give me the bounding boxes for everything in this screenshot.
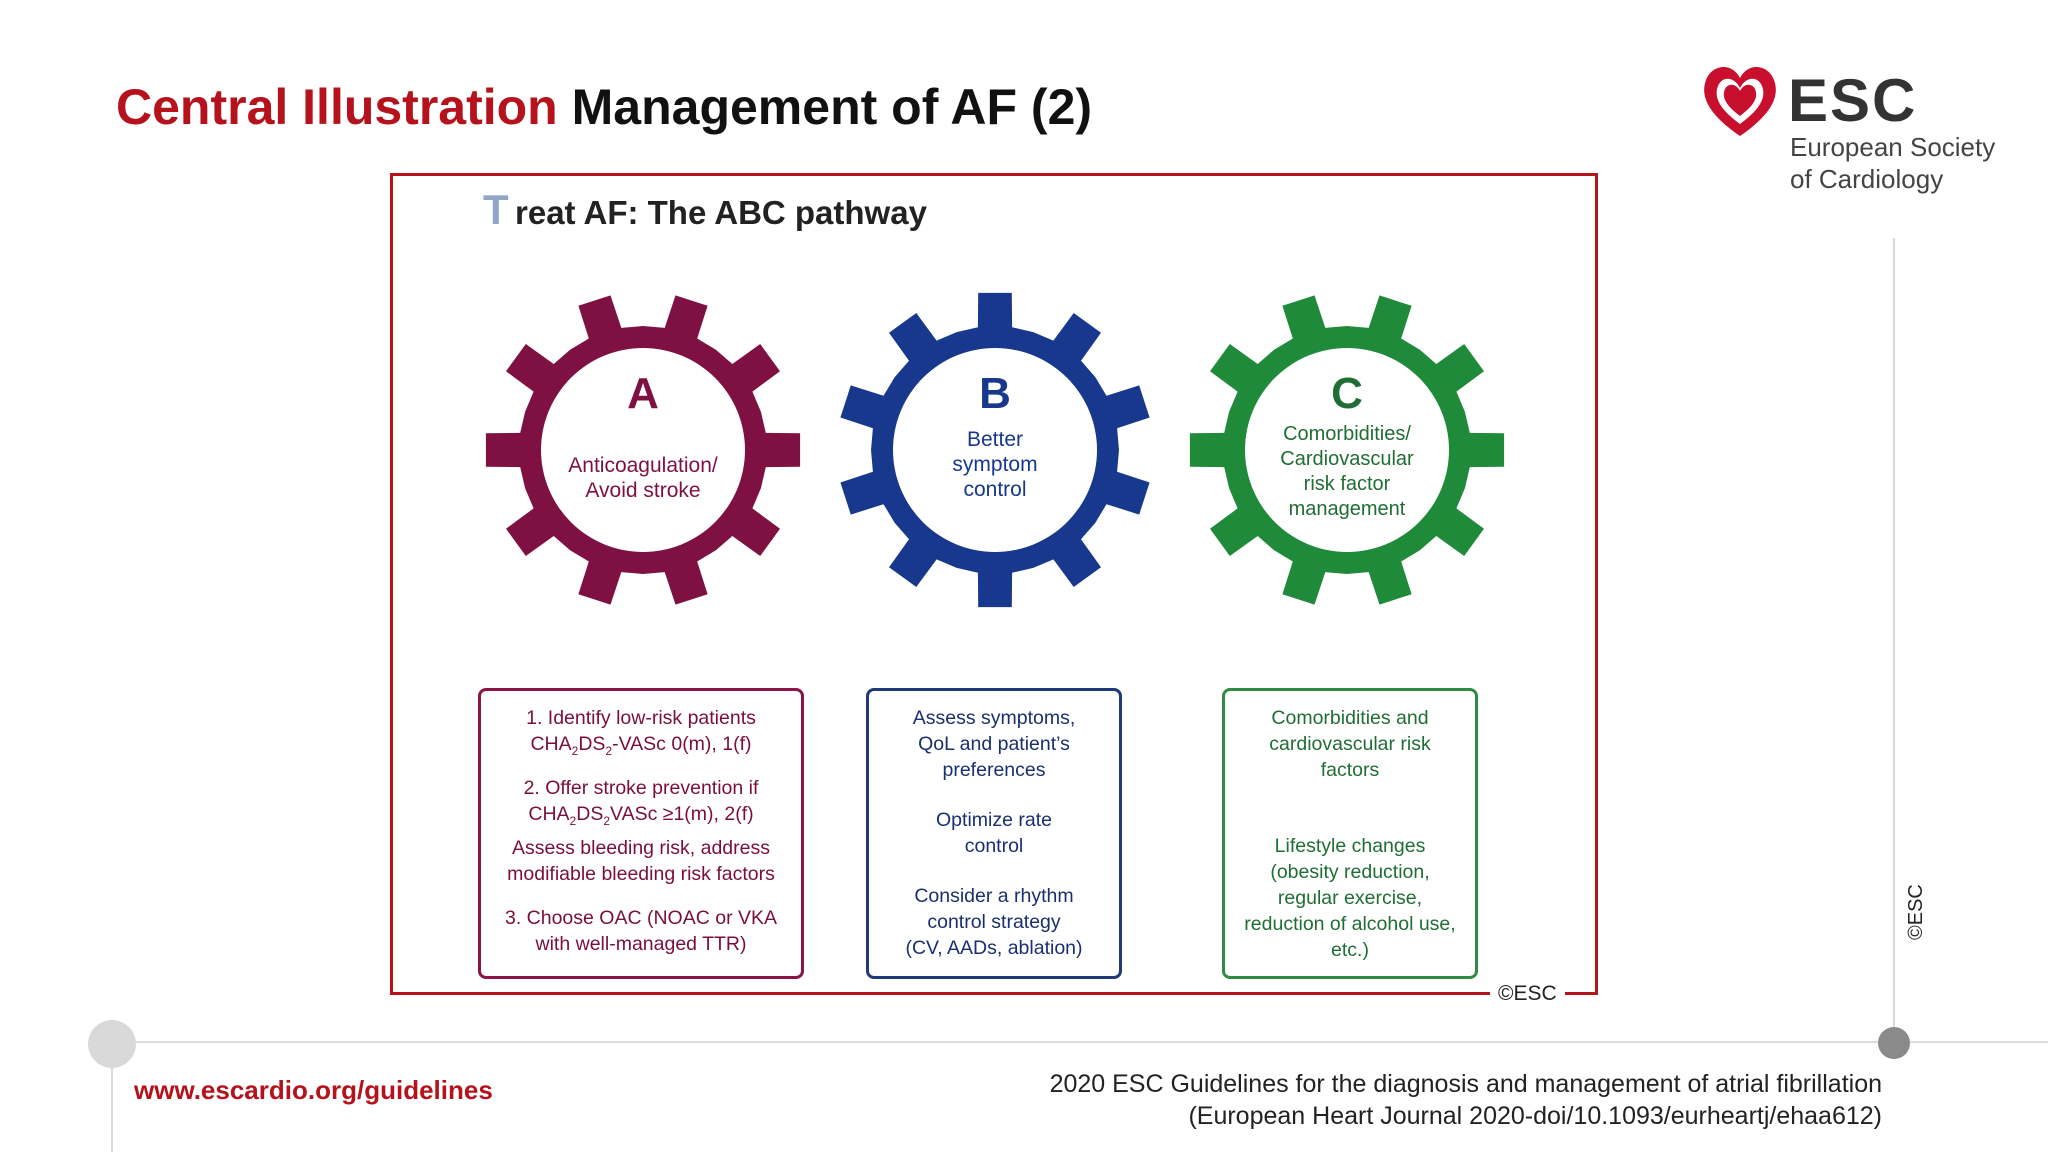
box-a-item-3-line-1: Assess bleeding risk, address [512,837,770,859]
gear-c-label: C Comorbidities/ Cardiovascular risk fac… [1280,369,1414,520]
gear-b-line-1: Better [967,428,1023,451]
illustration-copyright: ©ESC [1490,982,1565,1006]
box-a-item-1-line-1: 1. Identify low-risk patients [526,707,756,729]
box-b-item-1-line-1: Assess symptoms, [912,707,1076,729]
box-c-item-2-line-5: etc.) [1331,939,1369,961]
box-c-item-1-line-2: cardiovascular risk [1269,733,1431,755]
slide-title-highlight: Central Illustration [116,79,558,135]
box-a-item-4: 3. Choose OAC (NOAC or VKA with well-man… [481,905,801,957]
box-a-item-1-score: CHA2DS2-VASc 0(m), 1(f) [530,733,752,758]
box-a-item-1: 1. Identify low-risk patients CHA2DS2-VA… [481,705,801,757]
slide-title-main: Management of AF (2) [571,79,1093,135]
box-a-item-2-line-1: 2. Offer stroke prevention if [523,777,759,799]
esc-logo-line-1: European Society [1790,132,1996,162]
box-b-item-2-line-2: control [964,835,1024,857]
box-a-item-3-line-2: modifiable bleeding risk factors [507,863,775,885]
box-a-item-2-score: CHA2DS2VASc ≥1(m), 2(f) [528,803,754,828]
gear-c-letter: C [1331,369,1363,418]
box-b-item-3-line-1: Consider a rhythm [914,885,1074,907]
panel-title-text: reat AF: The ABC pathway [515,194,928,231]
box-c-item-2: Lifestyle changes (obesity reduction, re… [1225,833,1475,963]
gear-b-line-2: symptom [952,453,1037,476]
gear-a-shape [485,295,801,605]
gear-c-line-2: Cardiovascular [1280,448,1414,470]
footer-dot-right [1878,1027,1910,1059]
anticoagulation-box: 1. Identify low-risk patients CHA2DS2-VA… [478,688,804,979]
box-b-item-3-line-2: control strategy [927,911,1061,933]
box-a-item-4-line-1: 3. Choose OAC (NOAC or VKA [504,907,777,929]
box-c-item-2-line-3: regular exercise, [1277,887,1423,909]
gear-b-shape [840,292,1150,608]
gear-a-line-2: Avoid stroke [585,479,700,502]
panel-title: T reat AF: The ABC pathway [483,186,928,233]
gear-c-shape [1189,295,1505,605]
abc-pathway-diagram: T reat AF: The ABC pathway A Anticoagula… [483,186,1505,608]
box-b-item-1-line-3: preferences [942,759,1046,781]
box-c-item-1-line-3: factors [1320,759,1380,781]
gear-b-label: B Better symptom control [952,369,1037,501]
gear-c-line-1: Comorbidities/ [1283,423,1411,445]
box-c-item-1: Comorbidities and cardiovascular risk fa… [1225,705,1475,783]
esc-logo-letters: ESC [1788,67,1918,134]
guidelines-link[interactable]: www.escardio.org/guidelines [134,1075,493,1105]
box-c-item-2-line-4: reduction of alcohol use, [1244,913,1456,935]
box-c-item-2-line-2: (obesity reduction, [1270,861,1430,883]
footer-citation: 2020 ESC Guidelines for the diagnosis an… [1050,1068,1882,1132]
gear-b-line-3: control [963,478,1026,501]
slide-title: Central Illustration Management of AF (2… [116,78,1092,136]
gears-layer [485,292,1505,608]
side-copyright: ©ESC [1905,884,1927,940]
box-a-item-4-line-2: with well-managed TTR) [535,933,747,955]
box-b-item-2: Optimize rate control [869,807,1119,859]
box-a-item-3: Assess bleeding risk, address modifiable… [481,835,801,887]
gear-c-line-3: risk factor [1304,473,1391,495]
gear-b-letter: B [979,369,1011,418]
gear-a-label: A Anticoagulation/ Avoid stroke [568,369,718,502]
box-c-item-2-line-1: Lifestyle changes [1274,835,1426,857]
footer-citation-line-2: (European Heart Journal 2020-doi/10.1093… [1188,1102,1882,1130]
box-b-item-3: Consider a rhythm control strategy (CV, … [869,883,1119,961]
box-b-item-3-line-3: (CV, AADs, ablation) [905,937,1083,959]
gear-a-line-1: Anticoagulation/ [568,454,718,477]
symptom-control-box: Assess symptoms, QoL and patient’s prefe… [866,688,1122,979]
heart-icon [1704,66,1776,136]
esc-logo-line-2: of Cardiology [1790,164,1944,194]
box-a-item-2: 2. Offer stroke prevention if CHA2DS2VAS… [481,775,801,827]
panel-title-initial: T [483,186,509,233]
esc-logo: ESC European Society of Cardiology [1696,56,2016,206]
comorbidities-box: Comorbidities and cardiovascular risk fa… [1222,688,1478,979]
box-b-item-2-line-1: Optimize rate [936,809,1052,831]
footer-divider [112,1041,2048,1043]
box-b-item-1: Assess symptoms, QoL and patient’s prefe… [869,705,1119,783]
box-c-item-1-line-1: Comorbidities and [1271,707,1429,729]
side-divider [1893,238,1895,1038]
footer-dot-left [88,1020,136,1068]
footer-citation-line-1: 2020 ESC Guidelines for the diagnosis an… [1049,1070,1882,1098]
footer-vertical-divider [111,1066,113,1152]
gear-a-letter: A [627,369,659,418]
box-b-item-1-line-2: QoL and patient’s [918,733,1070,755]
gear-c-line-4: management [1289,498,1406,520]
